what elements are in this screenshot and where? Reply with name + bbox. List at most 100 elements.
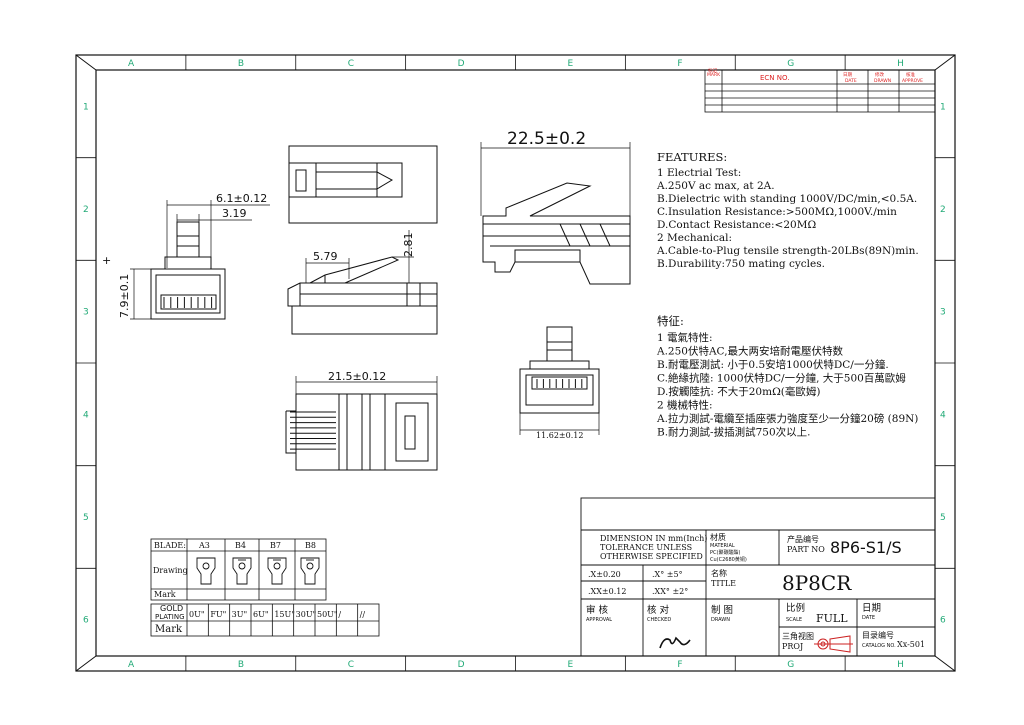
zone-label-row-right: 5	[940, 513, 946, 523]
zone-label-row-right: 3	[940, 308, 946, 318]
drawn-en: DRAWN	[711, 617, 730, 623]
ecn-area-cn: 标记	[708, 67, 717, 74]
front-small-dim-lines	[519, 413, 600, 435]
features-en-line: 1 Electrial Test:	[657, 167, 741, 179]
blade-hole	[306, 562, 314, 570]
material-cn: 材质	[710, 532, 726, 542]
zone-label-row-left: 5	[83, 513, 89, 523]
side-view	[287, 256, 438, 335]
zone-label-col-bottom: F	[677, 660, 682, 670]
zone-label-col-bottom: G	[787, 660, 794, 670]
checked-cn: 核 对	[647, 604, 670, 616]
approval-en: APPROVAL	[586, 617, 612, 623]
section-view	[482, 182, 631, 285]
ecn-table	[704, 69, 936, 113]
blade-hole	[273, 562, 281, 570]
blade-mark-label: Mark	[154, 590, 176, 599]
title-value: 8P8CR	[782, 571, 852, 595]
tol-ang2: .XX° ±2°	[652, 587, 688, 596]
bottom-contact-pins	[290, 411, 336, 450]
zone-label-col-bottom: H	[897, 660, 904, 670]
plating-columns	[207, 604, 359, 636]
title-en: TITLE	[711, 579, 736, 588]
section-dim-lines	[480, 142, 631, 216]
dim-front-width: 11.62±0.12	[536, 431, 583, 440]
ecn-no-label: ECN NO.	[760, 74, 789, 82]
bottom-view	[285, 393, 438, 471]
plating-option: 3U"	[232, 610, 248, 619]
plating-options: 0U"FU"3U"6U"15U"30U"50U"///	[189, 610, 365, 619]
features-cn-line: A.拉力測試-電纜至插座張力強度至少一分鐘20磅 (89N)	[656, 412, 918, 425]
top-view	[288, 145, 438, 224]
dimension-note-line: OTHERWISE SPECIFIED	[600, 552, 703, 561]
features-en-title: FEATURES:	[657, 150, 727, 164]
scale-value: FULL	[816, 612, 848, 625]
tol-ang1: .X° ±5°	[652, 570, 683, 579]
zone-label-row-left: 2	[83, 205, 89, 215]
scale-en: SCALE	[786, 617, 802, 623]
ecn-date-cn: 日期	[843, 72, 852, 78]
features-en-line: A.250V ac max, at 2A.	[656, 180, 775, 192]
zone-label-row-left: 3	[83, 308, 89, 318]
ecn-drawn-cn: 修改	[875, 71, 884, 78]
features-cn-title: 特征:	[657, 314, 684, 328]
zone-label-row-left: 4	[83, 410, 89, 420]
material-en: MATERIAL	[710, 543, 735, 549]
zone-label-col-top: E	[567, 59, 573, 69]
plating-option: 50U"	[317, 610, 338, 619]
plating-label-1: GOLD	[160, 604, 183, 613]
checked-signature	[659, 636, 691, 649]
zone-label-col-top: B	[238, 59, 244, 69]
date-cn: 日期	[862, 603, 881, 614]
approval-cn: 审 核	[586, 604, 609, 616]
features-en-line: B.Dielectric with standing 1000V/DC/min,…	[657, 193, 917, 205]
zone-label-col-top: D	[458, 59, 465, 69]
side-dim-lines	[305, 230, 414, 283]
zone-ticks	[76, 55, 955, 671]
blade-drawing-label: Drawing	[153, 566, 188, 575]
features-cn-line: B.耐力測試-拔插測試750次以上.	[657, 426, 810, 439]
proj-en: PROJ	[782, 642, 803, 651]
scale-cn: 比例	[786, 602, 805, 614]
dim-height-front: 7.9±0.1	[118, 274, 131, 318]
dimension-note-line: TOLERANCE UNLESS	[600, 543, 692, 552]
front-small-contact-pins	[536, 379, 583, 388]
features-cn-line: B.耐電壓測試: 小于0.5安培1000伏特DC/一分鐘.	[657, 358, 889, 371]
blade-type-a3: A3	[198, 541, 210, 550]
plating-option: /	[338, 610, 341, 619]
date-en: DATE	[862, 615, 875, 621]
features-en-line: B.Durability:750 mating cycles.	[657, 258, 825, 270]
zone-label-row-right: 4	[940, 410, 946, 420]
zone-label-col-bottom: D	[458, 660, 465, 670]
ecn-approve-cn: 核准	[906, 71, 915, 78]
dimension-note: DIMENSION IN mm(Inch)TOLERANCE UNLESSOTH…	[600, 534, 707, 561]
zone-label-col-bottom: C	[348, 660, 354, 670]
plating-label-2: PLATING	[155, 613, 185, 621]
ecn-date-en: DATE	[845, 78, 857, 84]
blade-drawings	[196, 557, 320, 585]
plating-table-grid	[150, 603, 380, 637]
features-cn-line: D.按觸陸抗: 不大于20mΩ(毫歐姆)	[657, 385, 820, 398]
dim-latch-offset: 5.79	[313, 250, 338, 263]
dim-side-length: 22.5±0.2	[507, 129, 586, 149]
zone-label-col-top: A	[128, 59, 135, 69]
front-small-view	[519, 326, 600, 414]
features-cn-line: 1 電氣特性:	[657, 331, 713, 344]
part-no-en: PART NO	[787, 545, 825, 554]
blade-table-grid	[150, 538, 327, 601]
dim-bottom-length: 21.5±0.12	[328, 370, 386, 383]
front-dim-lines	[130, 200, 270, 320]
catalog-cn: 目录编号	[862, 630, 894, 640]
zone-label-col-top: G	[787, 59, 794, 69]
zone-label-col-top: C	[348, 59, 354, 69]
front-contact-pins	[163, 297, 213, 308]
zone-label-row-right: 6	[940, 616, 946, 626]
blade-type-b8: B8	[305, 541, 316, 550]
zone-label-row-right: 1	[940, 102, 946, 112]
title-cn: 名称	[711, 568, 727, 578]
zone-label-col-bottom: A	[128, 660, 135, 670]
bottom-dim-lines	[295, 376, 438, 394]
